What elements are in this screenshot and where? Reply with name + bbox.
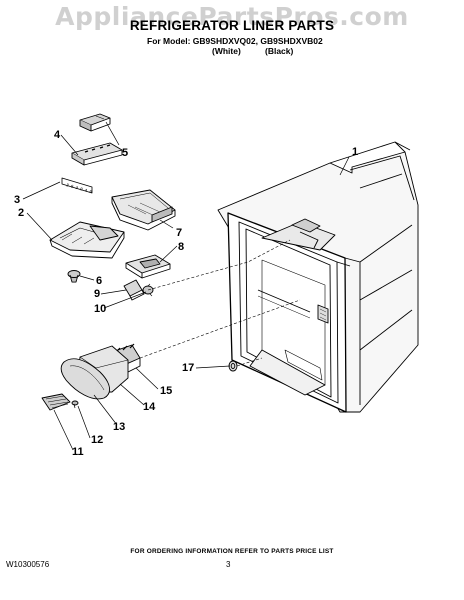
callout-1: 1: [352, 146, 358, 158]
callout-13: 13: [113, 421, 125, 433]
callout-5: 5: [122, 147, 128, 159]
callout-8: 8: [178, 241, 184, 253]
part-4-switch-assembly: [71, 142, 123, 166]
assembly-lines: [139, 239, 301, 367]
part-8-socket-bracket: [125, 254, 171, 279]
callout-6: 6: [96, 275, 102, 287]
color-white-label: (White): [212, 46, 241, 56]
part-11-grille: [41, 393, 71, 411]
callout-14: 14: [143, 401, 156, 413]
callout-7: 7: [176, 227, 182, 239]
callout-11: 11: [72, 446, 84, 458]
part-3-label-strip: [61, 177, 93, 194]
watermark: AppliancePartsPros.com: [55, 2, 409, 31]
part-2-control-housing: [49, 221, 125, 259]
callout-2: 2: [18, 207, 24, 219]
part-5-bracket: [79, 113, 111, 132]
part-9-socket: [123, 279, 145, 301]
page-number: 3: [226, 560, 231, 569]
part-6-screw: [67, 270, 81, 283]
part-13-lens: [60, 358, 110, 400]
color-black-label: (Black): [265, 46, 294, 56]
refrigerator-liner-part: [217, 141, 419, 413]
callout-9: 9: [94, 288, 100, 300]
model-numbers: For Model: GB9SHDXVQ02, GB9SHDXVB02: [147, 36, 323, 46]
document-number: W10300576: [6, 560, 50, 569]
callout-4: 4: [54, 129, 61, 141]
page-title: REFRIGERATOR LINER PARTS: [129, 18, 335, 33]
callout-3: 3: [14, 194, 20, 206]
callout-12: 12: [91, 434, 103, 446]
leader-lines: [22, 121, 350, 451]
part-17-plug: [228, 360, 238, 372]
callout-10: 10: [94, 303, 106, 315]
ordering-note: FOR ORDERING INFORMATION REFER TO PARTS …: [130, 548, 334, 555]
callout-15: 15: [160, 385, 172, 397]
part-12-screw: [71, 400, 79, 409]
callout-17: 17: [182, 362, 194, 374]
callout-numbers: 1 4 5 3 2 7 8 6 9 10 17 15 14 13 12 11: [14, 129, 358, 458]
part-7-cover: [111, 189, 176, 231]
